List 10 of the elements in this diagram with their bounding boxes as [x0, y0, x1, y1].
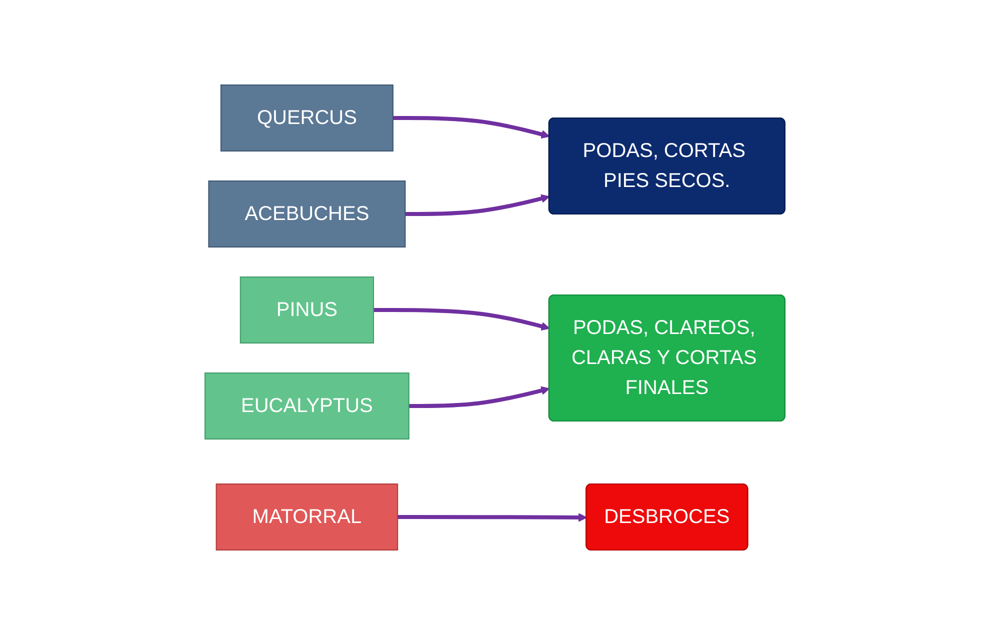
arrow: [393, 116, 550, 138]
node-box: MATORRAL: [216, 483, 398, 550]
node-box: ACEBUCHES: [208, 180, 406, 247]
arrow: [405, 194, 550, 216]
node-box: EUCALYPTUS: [204, 372, 410, 439]
arrow: [398, 512, 588, 522]
arrow: [374, 308, 550, 330]
node-box: PINUS: [240, 276, 374, 343]
node-box: QUERCUS: [220, 84, 394, 151]
arrow: [408, 386, 550, 408]
